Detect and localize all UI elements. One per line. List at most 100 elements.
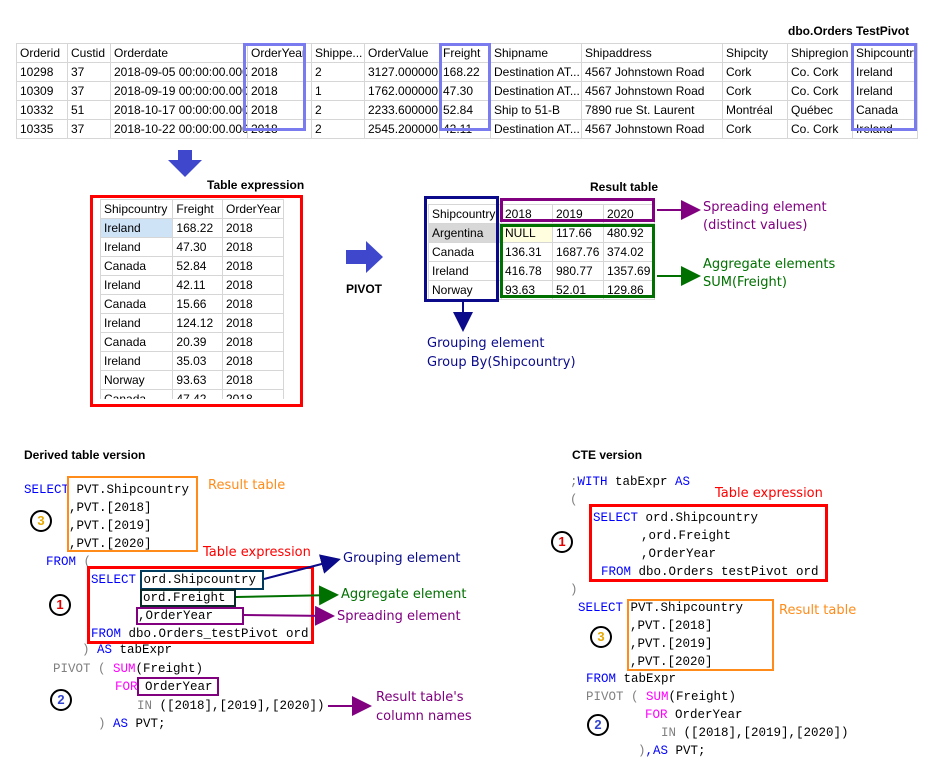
- derived-badge-2: 2: [50, 689, 72, 711]
- derived-version-title: Derived table version: [24, 448, 146, 462]
- table-expression-cell: 2018: [221, 332, 284, 352]
- cte-line-10: ,PVT.[2019]: [630, 637, 713, 651]
- spreading-annotation-line1: Spreading element: [703, 200, 827, 215]
- source-table-header-cell: Freight: [439, 43, 491, 63]
- cte-line-12: FROM tabExpr: [586, 672, 677, 686]
- table-expression-cell: Canada: [100, 389, 174, 399]
- cte-line-16: ),AS PVT;: [638, 744, 706, 758]
- result-table-cell: 480.92: [603, 223, 655, 243]
- cte-line-4: ,ord.Freight: [641, 529, 732, 543]
- grouping-annotation-line1: Grouping element: [427, 336, 545, 351]
- source-table-cell: 2233.600000: [364, 100, 440, 120]
- derived-line-13: IN ([2018],[2019],[2020]): [137, 699, 325, 713]
- source-table-header-cell: Orderid: [16, 43, 68, 63]
- cte-table-expression-annotation: Table expression: [715, 486, 823, 501]
- derived-line-11: PIVOT ( SUM(Freight): [53, 662, 204, 676]
- derived-line-4: ,PVT.[2020]: [69, 537, 152, 551]
- source-table-title: dbo.Orders TestPivot: [788, 24, 910, 38]
- source-table-cell: 10298: [16, 62, 68, 82]
- source-table-cell: 2018: [247, 100, 312, 120]
- table-expression-cell: 15.66: [172, 294, 223, 314]
- cte-line-6: FROM dbo.Orders testPivot ord: [601, 565, 819, 579]
- derived-aggregate-arrow-icon: [235, 585, 339, 606]
- source-table-header-cell: Shipregion: [787, 43, 853, 63]
- cte-line-14: FOR OrderYear: [645, 708, 743, 722]
- result-table-cell: Argentina: [428, 223, 502, 243]
- source-table-cell: 4567 Johnstown Road: [581, 119, 723, 139]
- table-expression-cell: 52.84: [172, 256, 223, 276]
- derived-line-1: SELECT PVT.Shipcountry: [24, 483, 190, 497]
- pivot-right-arrow-icon: [346, 241, 383, 273]
- source-table-cell: 2545.200000: [364, 119, 440, 139]
- result-table-cell: 1687.76: [552, 242, 604, 262]
- down-arrow-icon: [168, 150, 202, 177]
- result-table-cell: 1357.69: [603, 261, 655, 281]
- derived-aggregate-annotation: Aggregate element: [341, 587, 467, 602]
- cte-line-2: (: [570, 493, 578, 507]
- cte-line-1: ;WITH tabExpr AS: [570, 475, 691, 489]
- source-table-cell: Québec: [787, 100, 853, 120]
- derived-table-expression-annotation: Table expression: [203, 545, 311, 560]
- source-table-header-cell: Shippe...: [311, 43, 365, 63]
- derived-line-6: SELECT ord.Shipcountry: [91, 573, 257, 587]
- derived-badge-1: 1: [49, 594, 71, 616]
- table-expression-cell: 2018: [221, 370, 284, 390]
- result-table-cell: NULL: [501, 223, 553, 243]
- source-table-header-cell: Shipname: [490, 43, 582, 63]
- table-expression-header-cell: Shipcountry: [100, 199, 174, 219]
- cte-line-5: ,OrderYear: [641, 547, 717, 561]
- table-expression-cell: 93.63: [172, 370, 223, 390]
- cte-line-13: PIVOT ( SUM(Freight): [586, 690, 737, 704]
- source-table-cell: 2018: [247, 62, 312, 82]
- source-table-header-cell: Custid: [67, 43, 111, 63]
- cte-line-9: ,PVT.[2018]: [630, 619, 713, 633]
- derived-grouping-arrow-icon: [263, 554, 341, 580]
- derived-badge-3: 3: [30, 510, 52, 532]
- cte-badge-2: 2: [587, 714, 609, 736]
- table-expression-label: Table expression: [207, 178, 305, 192]
- derived-line-10: ) AS tabExpr: [82, 643, 173, 657]
- derived-colnames-annotation-line1: Result table's: [376, 690, 464, 705]
- table-expression-cell: 42.11: [172, 275, 223, 295]
- cte-line-3: SELECT ord.Shipcountry: [593, 511, 759, 525]
- grouping-annotation-line2: Group By(Shipcountry): [427, 355, 576, 370]
- derived-line-14: ) AS PVT;: [98, 717, 166, 731]
- cte-result-table-annotation: Result table: [779, 603, 857, 618]
- derived-line-2: ,PVT.[2018]: [69, 501, 152, 515]
- derived-colnames-annotation-line2: column names: [376, 709, 472, 724]
- table-expression-cell: 2018: [221, 389, 284, 399]
- source-table-header-cell: Shipcountry: [852, 43, 918, 63]
- source-table-header-cell: Orderdate: [110, 43, 248, 63]
- source-table-cell: Destination AT...: [490, 62, 582, 82]
- cte-line-7: ): [570, 583, 578, 597]
- source-table-header-cell: Shipaddress: [581, 43, 723, 63]
- source-table-header-cell: OrderValue: [364, 43, 440, 63]
- source-table-cell: 2018-10-22 00:00:00.000: [110, 119, 248, 139]
- result-table-label: Result table: [590, 180, 659, 194]
- source-table-cell: 4567 Johnstown Road: [581, 62, 723, 82]
- cte-badge-1: 1: [551, 531, 573, 553]
- derived-line-5: FROM (: [46, 555, 92, 569]
- table-expression-cell: Ireland: [100, 313, 174, 333]
- table-expression-cell: Ireland: [100, 218, 174, 238]
- derived-spreading-annotation: Spreading element: [337, 609, 461, 624]
- cte-line-15: IN ([2018],[2019],[2020]): [661, 726, 849, 740]
- derived-line-8: ,OrderYear: [138, 609, 214, 623]
- aggregate-annotation-line2: SUM(Freight): [703, 275, 787, 290]
- result-table-cell: 980.77: [552, 261, 604, 281]
- table-expression-cell: 2018: [221, 256, 284, 276]
- derived-line-7: ord.Freight: [143, 591, 226, 605]
- aggregate-annotation-line1: Aggregate elements: [703, 257, 836, 272]
- table-expression-cell: 35.03: [172, 351, 223, 371]
- table-expression-header-cell: OrderYear: [221, 199, 284, 219]
